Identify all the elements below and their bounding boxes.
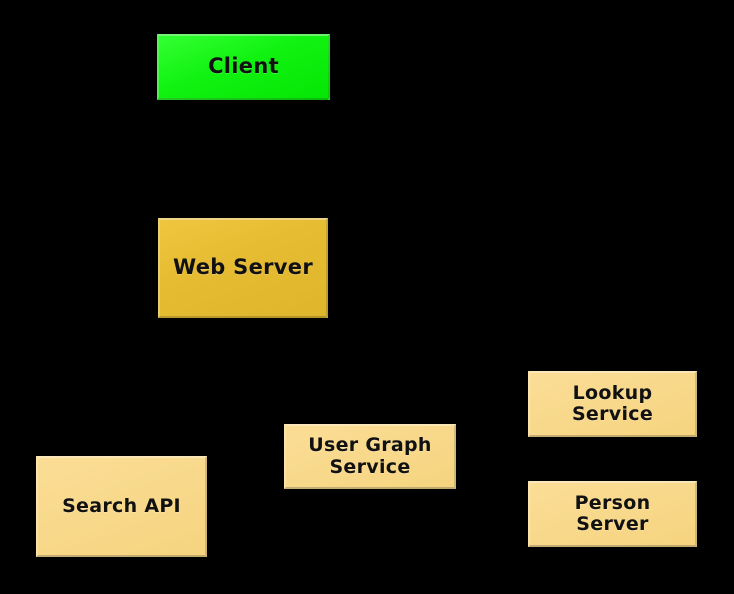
node-web-server-label: Web Server	[172, 255, 313, 280]
node-user-graph-service-line-1: User Graph	[308, 434, 432, 457]
node-search-api-label: Search API	[62, 494, 181, 517]
node-lookup-service-line-2: Service	[571, 403, 654, 425]
node-person-server-line-2: Server	[576, 513, 649, 535]
node-client[interactable]: Client	[157, 34, 330, 100]
node-person-server-line-1: Person	[574, 491, 651, 514]
node-web-server[interactable]: Web Server	[158, 218, 328, 318]
node-search-api[interactable]: Search API	[36, 456, 207, 557]
node-lookup-service-line-1: Lookup	[572, 381, 653, 404]
node-client-label: Client	[208, 54, 279, 79]
node-user-graph-service-line-2: Service	[329, 455, 411, 478]
